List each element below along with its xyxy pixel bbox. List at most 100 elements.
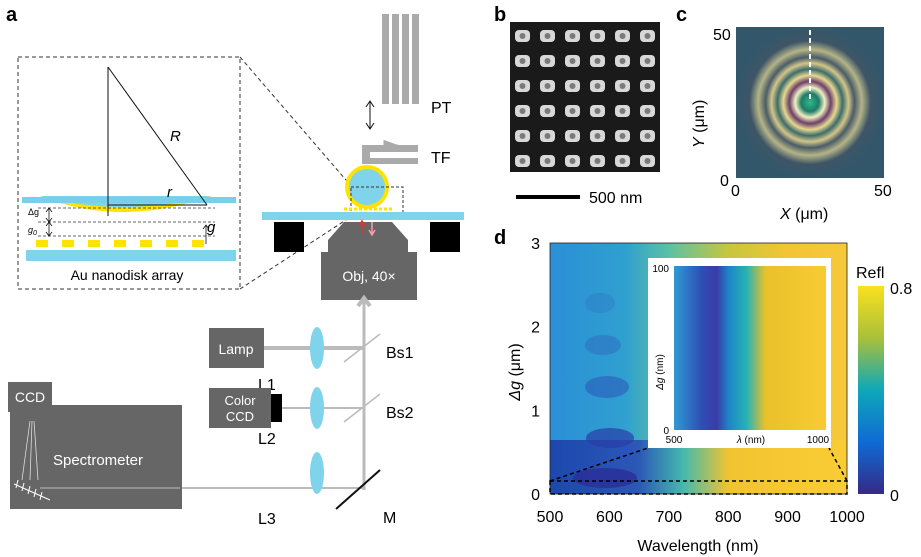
label-m: M (383, 510, 396, 527)
d-ytick-label: 3 (531, 236, 540, 253)
inset-zoom-line-left (549, 447, 649, 482)
grating (13, 479, 51, 501)
sem-disk-center (644, 83, 651, 89)
sem-disk-center (569, 33, 576, 39)
sem-disk-center (644, 158, 651, 164)
sem-disk-center (594, 33, 601, 39)
lens-l3 (310, 452, 324, 494)
label-pt: PT (431, 100, 452, 117)
sem-disk-center (519, 108, 526, 114)
heatmap-minimum-2 (585, 376, 629, 398)
colorbar-title: Refl (856, 265, 884, 282)
sem-disk-center (544, 108, 551, 114)
inset-ylabel: Δg (nm) (655, 354, 666, 391)
sem-disk-center (619, 83, 626, 89)
d-ytick-label: 0 (531, 487, 540, 504)
label-g0: g0 (28, 225, 37, 237)
colorbar (858, 286, 884, 494)
pt-arrow (365, 100, 375, 130)
label-r: r (167, 184, 173, 201)
color-ccd-box (209, 388, 271, 428)
label-dg: Δg (28, 207, 39, 217)
inset-zoom-line-right (828, 447, 848, 482)
inset-ytick-100: 100 (652, 264, 669, 275)
d-ylabel: Δg (μm) (507, 343, 524, 401)
c-xtick-0: 0 (731, 183, 740, 200)
zoom-inset-box (17, 56, 241, 290)
d-xtick-label: 1000 (829, 509, 865, 526)
d-xtick-label: 500 (537, 509, 564, 526)
label-color-ccd-line1: Color (224, 393, 256, 408)
c-ytick-50: 50 (713, 27, 731, 44)
label-R: R (170, 128, 181, 145)
sem-disk-center (544, 33, 551, 39)
interference-image (736, 27, 884, 178)
nanodisk-array (36, 240, 204, 247)
scale-bar-label: 500 nm (589, 190, 642, 207)
inset-xtick-1000: 1000 (807, 435, 830, 446)
c-ytick-0: 0 (720, 173, 729, 190)
sem-disk-center (519, 158, 526, 164)
sem-image (510, 22, 660, 172)
lens-substrate-band (22, 197, 236, 203)
glass-substrate (26, 250, 236, 261)
sem-disk-center (644, 33, 651, 39)
d-xlabel: Wavelength (nm) (637, 538, 758, 555)
lens-l1 (310, 327, 324, 369)
sem-disk-center (644, 58, 651, 64)
sem-disk-center (594, 58, 601, 64)
sample-stage (262, 212, 464, 220)
sem-disk-center (569, 108, 576, 114)
stage-block-left (274, 222, 304, 252)
sem-disk-center (644, 133, 651, 139)
d-xtick-label: 900 (774, 509, 801, 526)
panel-label-c: c (676, 4, 687, 26)
objective-tip (328, 222, 408, 252)
sem-disk-center (519, 33, 526, 39)
lens-l2 (310, 387, 324, 429)
label-color-ccd-line2: CCD (226, 409, 254, 424)
color-ccd-sensor (271, 394, 282, 422)
tf-mount (383, 140, 398, 146)
sem-disk-center (569, 58, 576, 64)
label-spectrometer: Spectrometer (53, 452, 143, 469)
stage-block-right (430, 222, 460, 252)
piezo-tube (382, 14, 419, 104)
g-arrow (202, 224, 210, 244)
tuning-fork (362, 145, 418, 164)
light-up-arrow (358, 219, 366, 234)
label-bs1: Bs1 (386, 345, 414, 362)
sem-disk-center (519, 58, 526, 64)
label-tf: TF (431, 150, 451, 167)
sem-disk-center (619, 33, 626, 39)
heatmap-minimum-0 (573, 468, 637, 488)
c-xlabel: X (μm) (779, 206, 828, 223)
lamp-box (209, 328, 264, 368)
objective-box (321, 252, 417, 300)
sem-disk-center (594, 158, 601, 164)
c-ylabel: Y (μm) (691, 100, 708, 148)
sem-disk-center (544, 133, 551, 139)
colorbar-min: 0 (890, 488, 899, 505)
sem-disk-center (519, 83, 526, 89)
sem-disk-center (594, 83, 601, 89)
panel-label-a: a (6, 4, 18, 26)
sem-disk-center (644, 108, 651, 114)
zoom-line-bottom (239, 215, 353, 290)
g0-arrow (45, 221, 53, 237)
heatmap-minimum-1 (586, 428, 634, 448)
beamsplitter-2 (343, 393, 381, 423)
d-xtick-label: 600 (596, 509, 623, 526)
label-l3: L3 (258, 511, 276, 528)
mirror (335, 469, 381, 510)
spectrometer-box (10, 405, 182, 509)
label-l2: L2 (258, 431, 276, 448)
spectrometer-rays (21, 420, 180, 489)
d-ytick-label: 2 (531, 320, 540, 337)
label-g: g (207, 219, 216, 236)
label-lamp: Lamp (218, 341, 253, 357)
sem-disk-center (519, 133, 526, 139)
sem-disk-center (544, 58, 551, 64)
